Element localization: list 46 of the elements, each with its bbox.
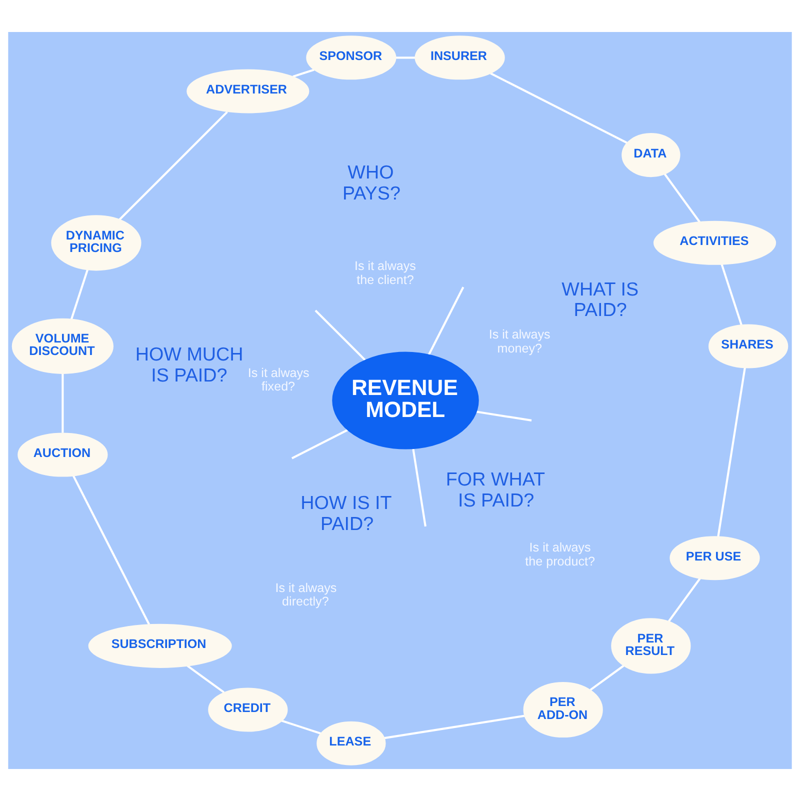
label: FOR WHAT IS PAID?: [446, 468, 546, 510]
node-ellipse: PER USE: [670, 536, 760, 580]
node-ellipse: SPONSOR: [306, 35, 396, 80]
connector: [664, 173, 700, 222]
connector: [291, 428, 348, 459]
node-ellipse: INSURER: [414, 35, 505, 80]
connector: [668, 577, 701, 622]
connector: [118, 110, 228, 220]
node-ellipse: PER ADD-ON: [523, 682, 603, 738]
label: WHAT IS PAID?: [562, 278, 639, 320]
label: Is it always fixed?: [248, 365, 310, 393]
connector: [717, 367, 746, 536]
connector: [396, 56, 416, 58]
node-ellipse: VOLUME DISCOUNT: [12, 318, 114, 374]
connector: [720, 264, 742, 325]
node-ellipse: REVENUE MODEL: [332, 351, 479, 449]
label: Is it always money?: [488, 327, 550, 355]
node-ellipse: AUCTION: [18, 432, 108, 476]
connector: [186, 664, 225, 693]
node-ellipse: SHARES: [708, 324, 788, 368]
label: HOW IS IT PAID?: [300, 491, 392, 534]
label: HOW MUCH IS PAID?: [135, 342, 244, 385]
node-ellipse: ADVERTISER: [186, 68, 310, 113]
connector: [412, 448, 426, 526]
label: Is it always the client?: [354, 258, 416, 286]
node-ellipse: DATA: [622, 132, 680, 177]
connector: [476, 410, 532, 421]
node-ellipse: SUBSCRIPTION: [88, 623, 232, 668]
connector: [292, 68, 314, 78]
node-ellipse: ACTIVITIES: [653, 220, 776, 264]
connector: [281, 719, 322, 734]
label: Is it always directly?: [275, 580, 337, 608]
node-ellipse: LEASE: [316, 720, 386, 765]
connector: [428, 286, 464, 355]
node-ellipse: CREDIT: [208, 687, 288, 732]
connector: [384, 714, 525, 739]
connector: [490, 72, 628, 144]
label: Is it always the product?: [525, 540, 595, 568]
node-ellipse: DYNAMIC PRICING: [51, 214, 142, 270]
connector: [590, 664, 624, 690]
connector: [314, 309, 366, 360]
node-ellipse: PER RESULT: [611, 618, 691, 674]
connector: [70, 268, 89, 320]
label: WHO PAYS?: [342, 161, 400, 203]
connector: [62, 373, 64, 432]
connector: [72, 474, 150, 624]
